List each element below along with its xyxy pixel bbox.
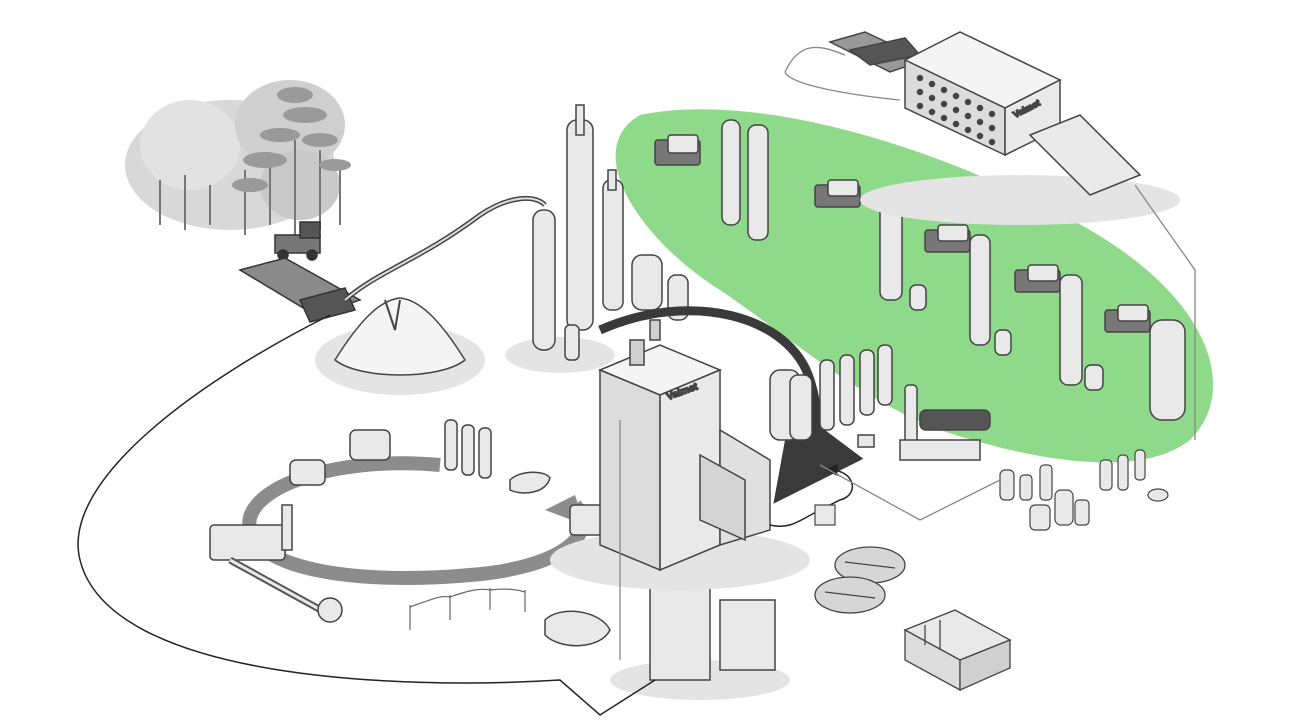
forest bbox=[125, 80, 351, 235]
wood-yard-conveyor bbox=[238, 195, 547, 323]
pump-icon bbox=[814, 504, 836, 526]
chip-pile bbox=[315, 297, 485, 395]
main-flow-arrow bbox=[598, 306, 864, 504]
process-piping bbox=[619, 46, 1196, 660]
lime-kiln-icon bbox=[209, 504, 343, 623]
feedback-arrow bbox=[769, 464, 854, 527]
turbine-icon bbox=[544, 610, 611, 647]
paper-machine-building: Valmet bbox=[827, 31, 1180, 225]
recovery-boiler: Valmet bbox=[550, 319, 810, 590]
chemical-tanks bbox=[769, 344, 991, 461]
power-lines bbox=[409, 588, 526, 630]
effluent-treatment bbox=[903, 609, 1012, 692]
water-treatment-cluster bbox=[999, 449, 1169, 531]
evaporation-equipment bbox=[289, 419, 603, 536]
harvester-icon bbox=[274, 221, 321, 261]
biorefinery-units bbox=[654, 119, 1186, 421]
wood-supply-line bbox=[77, 314, 656, 716]
digester-towers bbox=[505, 104, 689, 373]
clarifier-basins bbox=[814, 546, 906, 614]
